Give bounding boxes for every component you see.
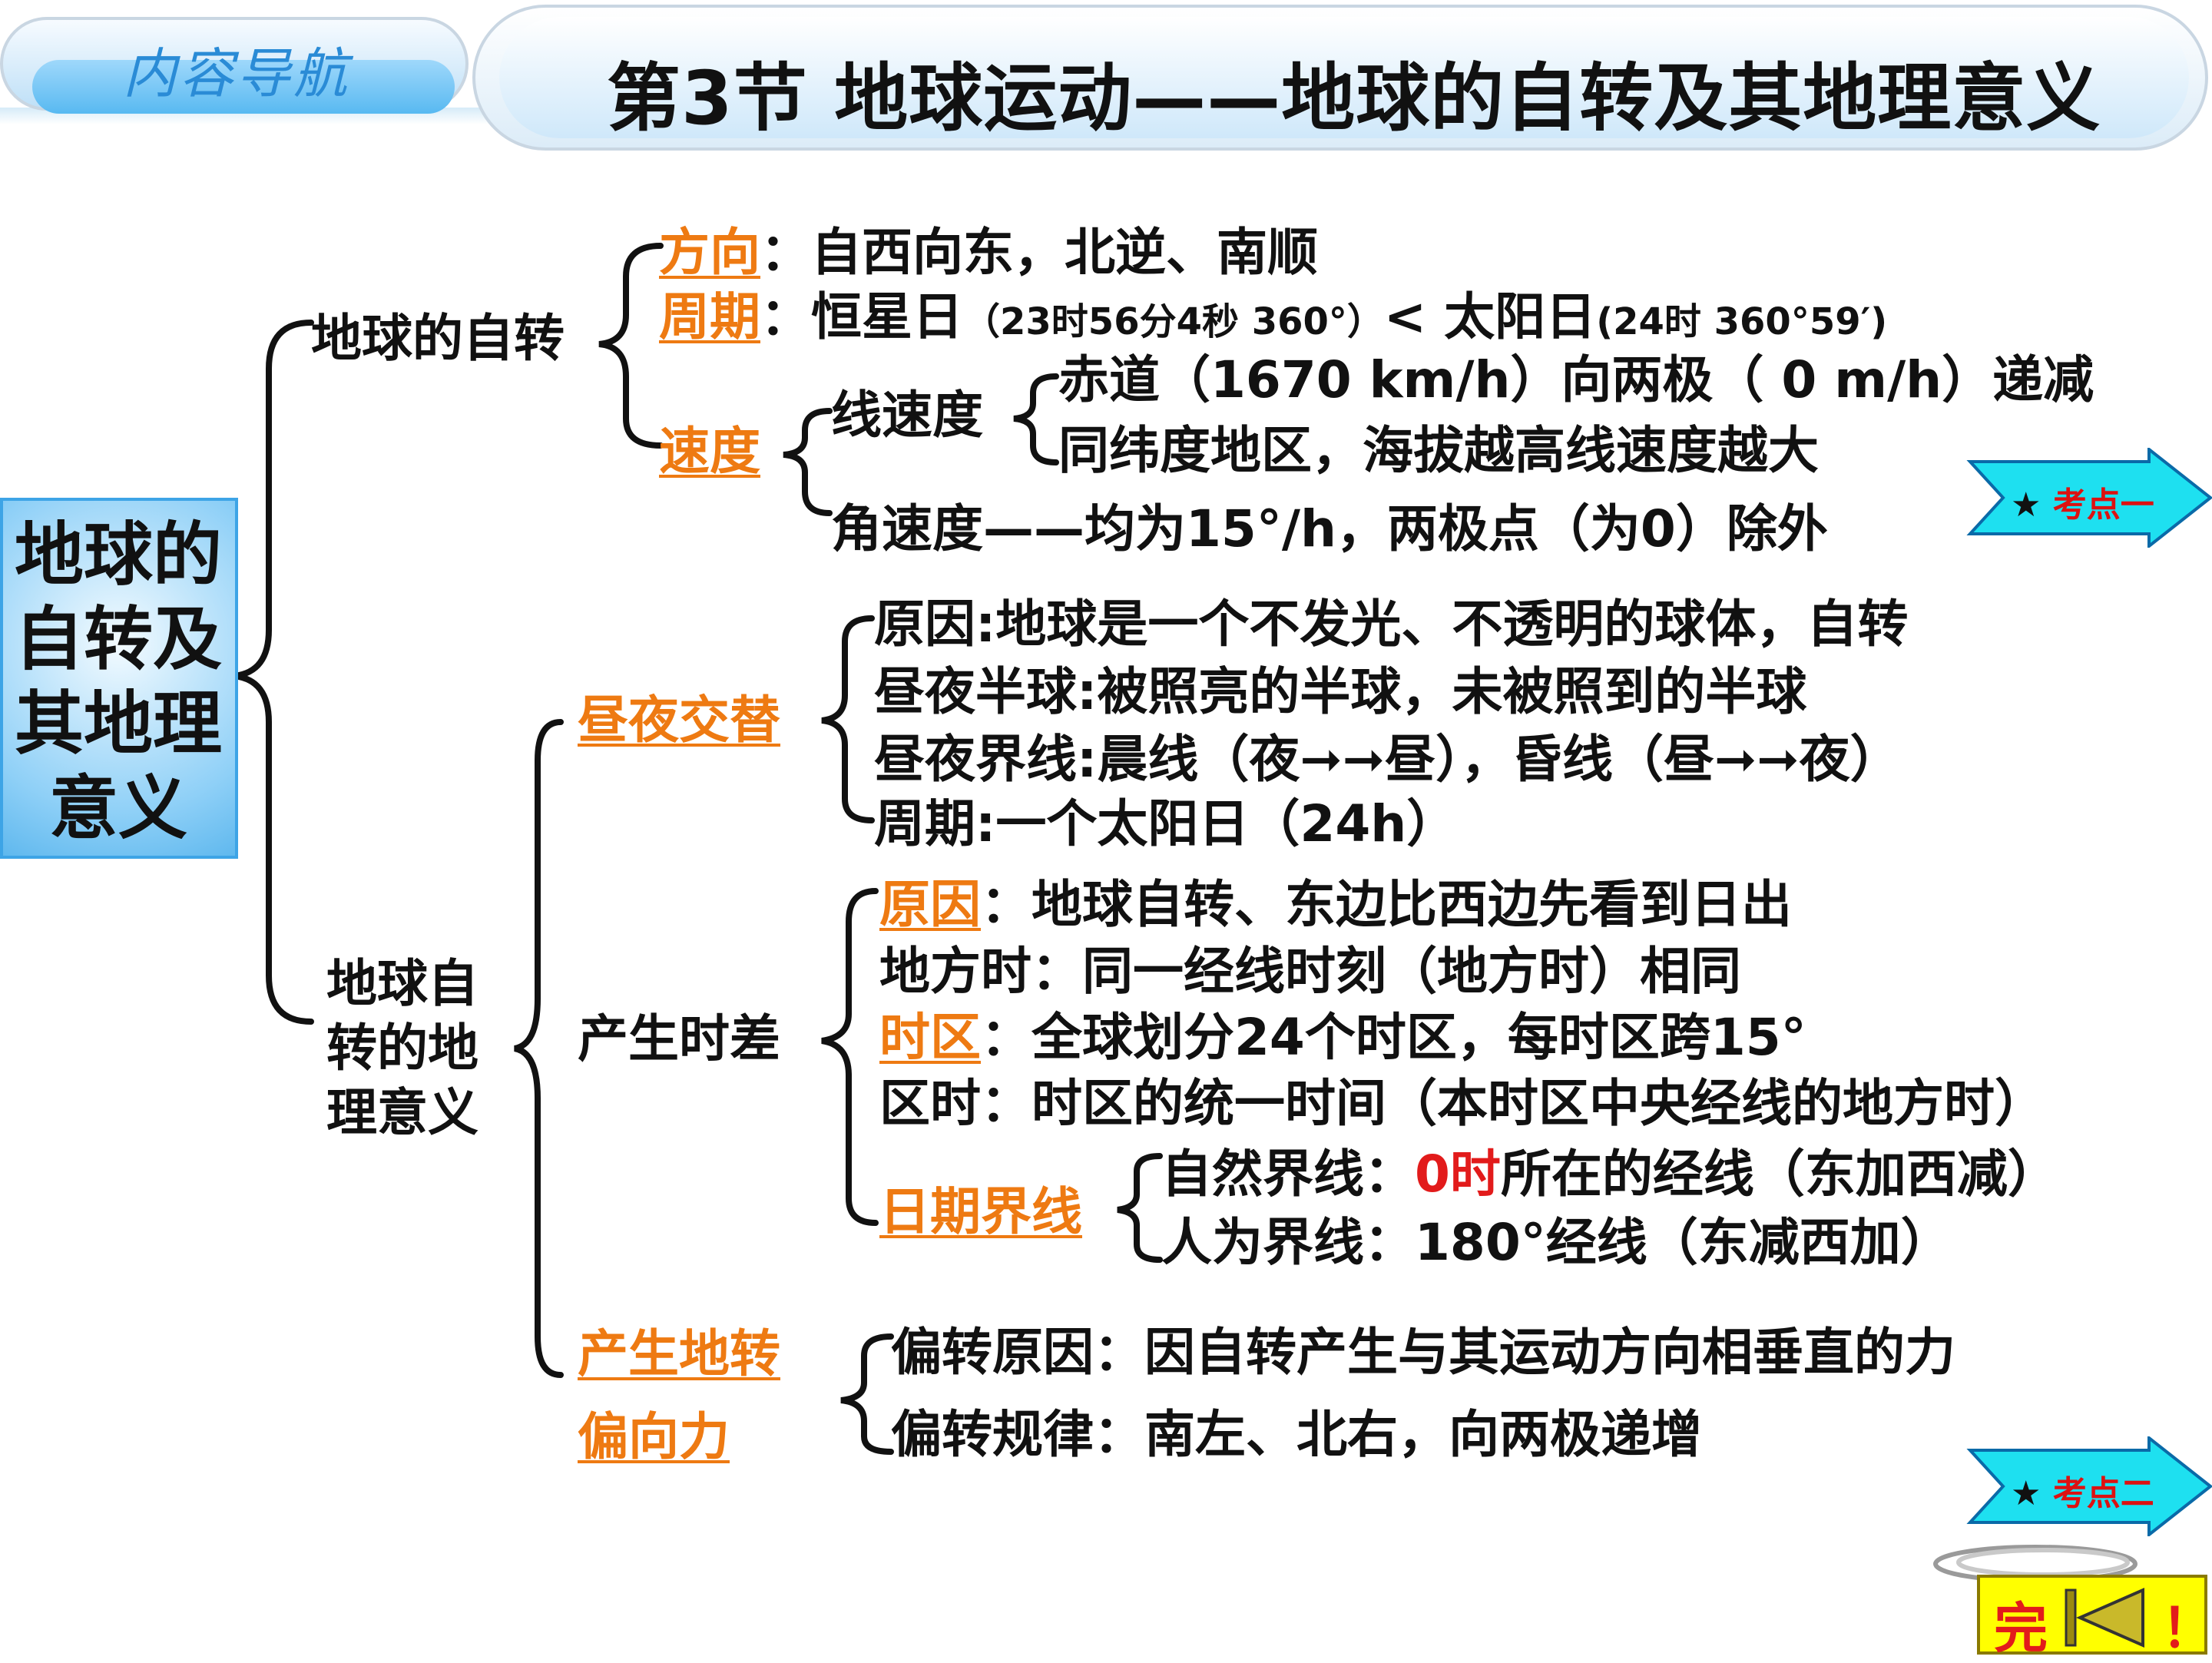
linear-speed-item-2: 同纬度地区，海拔越高线速度越大 (1058, 421, 1819, 480)
arrow-right-icon (1966, 446, 2212, 550)
linear-speed-label: 线速度 (831, 386, 983, 445)
dateline-key[interactable]: 日期界线 (879, 1182, 1082, 1241)
dateline-artificial: 人为界线：180°经线（东减西加） (1161, 1213, 1952, 1272)
dateline-natural-red: 0时 (1415, 1145, 1501, 1204)
period-stellar: （23时56分4秒 360°） (963, 300, 1384, 343)
period-key[interactable]: 周期 (659, 287, 760, 346)
deflection-item-2: 偏转规律：南左、北右，向两极递增 (891, 1405, 1702, 1464)
linear-speed-item-1: 赤道（1670 km/h）向两极（ 0 m/h）递减 (1058, 350, 2094, 409)
main-topic-box: 地球的 自转及 其地理 意义 (0, 498, 238, 859)
timediff-local-time: 地方时：同一经线时刻（地方时）相同 (879, 942, 1741, 1001)
timediff-zone: 时区：全球划分24个时区，每时区跨15° (879, 1005, 1806, 1071)
bracket-linear (1013, 373, 1059, 465)
period-solar: (24时 360°59′) (1596, 300, 1888, 343)
end-button-right: ！ (2161, 1597, 2212, 1660)
speed-key[interactable]: 速度 (659, 422, 760, 481)
direction-key[interactable]: 方向 (659, 223, 760, 282)
significance-label-1: 地球自 (326, 954, 478, 1013)
nav-button[interactable] (0, 17, 469, 114)
timediff-label: 产生时差 (578, 1009, 780, 1068)
bracket-speed (783, 408, 833, 516)
nav-button-inner (32, 60, 455, 114)
daynight-item-2: 昼夜半球:被照亮的半球，未被照到的半球 (874, 662, 1807, 721)
back-triangle-icon (2065, 1587, 2144, 1648)
period-lt: < 太阳日 (1383, 287, 1597, 346)
kaodian-one-text: 考点一 (2052, 485, 2154, 525)
rotation-label: 地球的自转 (311, 309, 565, 368)
end-button[interactable]: 完 ！ (1977, 1575, 2212, 1660)
star-icon: ★ (2011, 485, 2041, 525)
period-row: 周期：恒星日（23时56分4秒 360°）< 太阳日(24时 360°59′) (659, 284, 1887, 355)
timediff-cause-text: ：地球自转、东边比西边先看到日出 (981, 875, 1792, 934)
deflection-item-1: 偏转原因：因自转产生与其运动方向相垂直的力 (891, 1323, 1955, 1382)
bracket-significance (514, 719, 564, 1378)
deflection-key-2[interactable]: 偏向力 (578, 1407, 730, 1466)
dateline-natural: 自然界线：0时所在的经线（东加西减） (1161, 1141, 2058, 1207)
kaodian-one-button[interactable]: ★ 考点一 (1966, 446, 2212, 550)
daynight-item-3: 昼夜界线:晨线（夜➞➞昼），昏线（昼➞➞夜） (874, 730, 1901, 789)
kaodian-one-label: ★ 考点一 (2011, 477, 2154, 526)
direction-text: ：自西向东，北逆、南顺 (760, 223, 1318, 282)
star-icon: ★ (2011, 1474, 2041, 1513)
bracket-dateline (1117, 1153, 1163, 1263)
bracket-main (233, 320, 314, 1025)
end-button-left: 完 (1994, 1597, 2048, 1660)
bracket-daynight (821, 615, 875, 823)
timediff-zone-time: 区时：时区的统一时间（本时区中央经线的地方时） (879, 1074, 2045, 1133)
daynight-key[interactable]: 昼夜交替 (578, 691, 780, 750)
bracket-rotation (598, 243, 664, 449)
daynight-item-1: 原因:地球是一个不发光、不透明的球体，自转 (874, 595, 1909, 654)
title-bar-inner (499, 17, 2189, 138)
dateline-natural-pre: 自然界线： (1161, 1145, 1415, 1204)
main-topic-label: 地球的 自转及 其地理 意义 (15, 515, 222, 849)
kaodian-two-button[interactable]: ★ 考点二 (1966, 1434, 2212, 1539)
timediff-zone-text: ：全球划分24个时区，每时区跨15° (981, 1008, 1806, 1067)
arrow-right-icon (1966, 1434, 2212, 1539)
deflection-key-1[interactable]: 产生地转 (578, 1324, 780, 1383)
bracket-deflection (840, 1333, 894, 1455)
nav-label[interactable]: 内容导航 (123, 42, 350, 105)
timediff-cause: 原因：地球自转、东边比西边先看到日出 (879, 872, 1792, 938)
bracket-timediff (821, 888, 879, 1226)
page-title: 第3节 地球运动——地球的自转及其地理意义 (607, 55, 2101, 141)
kaodian-two-text: 考点二 (2052, 1474, 2154, 1513)
dateline-natural-post: 所在的经线（东加西减） (1500, 1145, 2058, 1204)
angular-speed: 角速度——均为15°/h，两极点（为0）除外 (831, 499, 1828, 558)
timediff-zone-key[interactable]: 时区 (879, 1008, 981, 1067)
period-sep: ：恒星日 (760, 287, 963, 346)
direction-row: 方向：自西向东，北逆、南顺 (659, 220, 1318, 286)
significance-label-3: 理意义 (326, 1083, 478, 1142)
kaodian-two-label: ★ 考点二 (2011, 1466, 2154, 1515)
significance-label-2: 转的地 (326, 1019, 478, 1078)
timediff-cause-key[interactable]: 原因 (879, 875, 981, 934)
daynight-item-4: 周期:一个太阳日（24h） (874, 794, 1458, 853)
